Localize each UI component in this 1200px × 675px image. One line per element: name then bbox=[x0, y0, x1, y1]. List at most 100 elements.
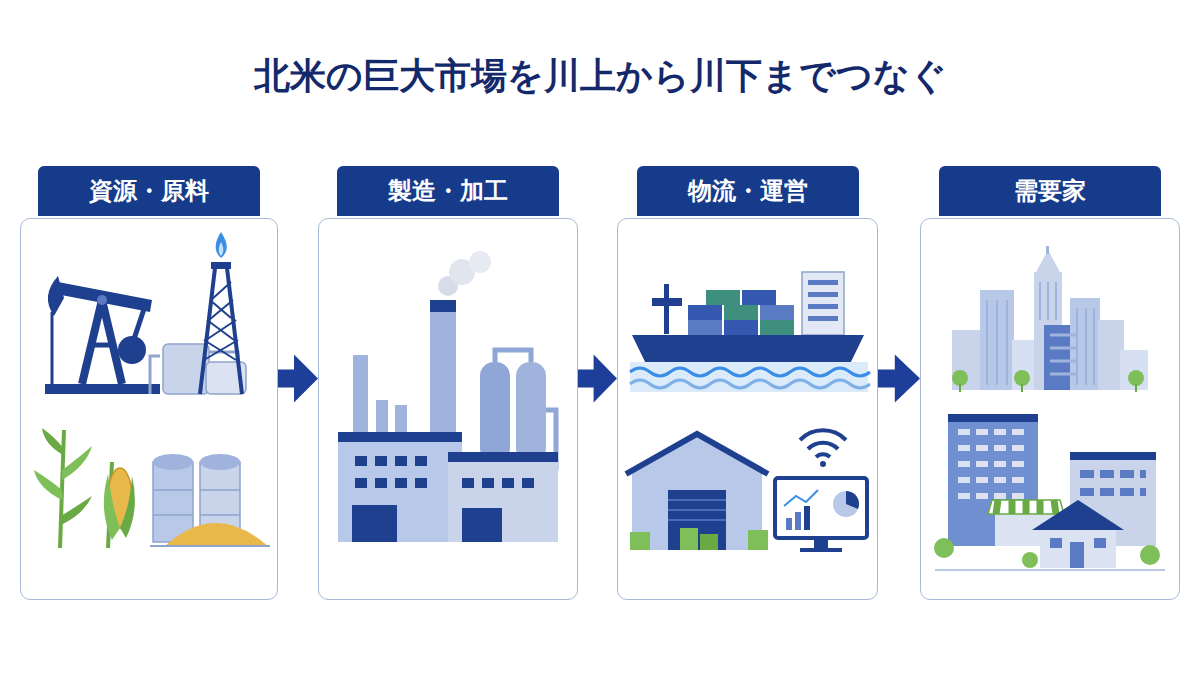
grain-silos bbox=[200, 462, 240, 542]
town-buildings bbox=[934, 414, 1165, 570]
town-buildings bbox=[995, 510, 1057, 546]
corn-plants bbox=[34, 428, 135, 548]
panel-heading: 需要家 bbox=[939, 166, 1161, 216]
wifi-symbol bbox=[800, 430, 846, 467]
wifi-symbol bbox=[800, 430, 846, 440]
drilling-derrick bbox=[200, 232, 242, 394]
warehouse-icon bbox=[668, 490, 726, 550]
city-skyline bbox=[1012, 340, 1038, 390]
town-buildings bbox=[948, 418, 1038, 546]
monitor-dashboard bbox=[775, 478, 867, 552]
flow-arrow-group bbox=[878, 354, 920, 402]
grain-silos bbox=[150, 545, 270, 547]
city-skyline bbox=[1135, 384, 1137, 392]
container-ship bbox=[630, 368, 870, 376]
container-ship bbox=[630, 362, 868, 392]
stage-panel: 物流・運営 bbox=[617, 218, 878, 600]
storage-tanks bbox=[150, 344, 246, 394]
warehouse-icon bbox=[626, 434, 768, 474]
warehouse-icon bbox=[700, 534, 718, 550]
corn-plants bbox=[120, 476, 135, 538]
city-skyline bbox=[952, 370, 968, 386]
diagram-title: 北米の巨大市場を川上から川下までつなぐ bbox=[0, 52, 1200, 101]
grain-silos bbox=[165, 523, 268, 546]
corn-plants bbox=[62, 446, 92, 480]
corn-plants bbox=[61, 496, 92, 525]
flow-arrow-group bbox=[578, 354, 617, 402]
wifi-symbol bbox=[820, 461, 826, 467]
container-ship bbox=[706, 290, 740, 305]
pumpjack-icon bbox=[48, 276, 64, 316]
factory-icon bbox=[352, 505, 397, 542]
corn-plants bbox=[34, 470, 62, 500]
town-buildings bbox=[1070, 458, 1156, 546]
factory-icon bbox=[355, 478, 367, 488]
container-ship bbox=[760, 305, 794, 320]
warehouse-icon bbox=[748, 530, 768, 550]
container-ship bbox=[802, 272, 844, 335]
town-buildings bbox=[1070, 542, 1084, 568]
city-skyline bbox=[1036, 250, 1060, 272]
factory-icon bbox=[469, 251, 491, 273]
corn-plants bbox=[104, 474, 120, 540]
stage-panel: 需要家 bbox=[920, 218, 1180, 600]
factory-icon bbox=[395, 405, 407, 440]
monitor-dashboard bbox=[786, 518, 792, 530]
container-ship bbox=[632, 335, 864, 368]
flow-arrow bbox=[278, 354, 318, 402]
pumpjack-icon bbox=[132, 306, 145, 345]
corn-plants bbox=[60, 430, 64, 548]
container-ship bbox=[808, 280, 838, 285]
town-buildings bbox=[1094, 538, 1106, 548]
factory-icon bbox=[353, 355, 368, 440]
city-skyline bbox=[1098, 320, 1124, 390]
grain-silos bbox=[200, 454, 240, 470]
pumpjack-icon bbox=[45, 276, 160, 394]
factory-icon bbox=[395, 456, 407, 466]
monitor-dashboard bbox=[784, 490, 818, 506]
city-skyline bbox=[1014, 370, 1030, 386]
town-buildings bbox=[1070, 452, 1156, 460]
city-skyline bbox=[1021, 384, 1023, 392]
monitor-dashboard bbox=[846, 491, 859, 509]
warehouse-icon bbox=[626, 434, 768, 550]
pumpjack-icon bbox=[90, 343, 115, 348]
city-skyline bbox=[1128, 370, 1144, 386]
town-buildings bbox=[1032, 500, 1124, 530]
monitor-dashboard bbox=[833, 491, 859, 517]
drilling-derrick bbox=[211, 262, 231, 269]
factory-icon bbox=[516, 362, 546, 462]
stage-panel: 製造・加工 bbox=[318, 218, 578, 600]
town-buildings bbox=[996, 500, 1056, 514]
pumpjack-icon bbox=[82, 300, 102, 384]
city-skyline bbox=[987, 282, 1094, 385]
city-skyline bbox=[1046, 246, 1049, 254]
town-buildings bbox=[958, 432, 1028, 496]
city-skyline bbox=[952, 330, 982, 390]
drilling-derrick bbox=[227, 268, 242, 394]
factory-icon bbox=[462, 508, 502, 542]
drilling-derrick bbox=[219, 242, 224, 256]
warehouse-icon bbox=[668, 500, 726, 520]
factory-icon bbox=[502, 478, 514, 488]
container-ship bbox=[630, 272, 870, 392]
stage-panel: 資源・原料 bbox=[20, 218, 278, 600]
warehouse-icon bbox=[680, 528, 698, 550]
drilling-derrick bbox=[216, 232, 227, 258]
pumpjack-icon bbox=[118, 336, 146, 364]
pumpjack-icon bbox=[97, 295, 107, 305]
factory-icon bbox=[338, 251, 558, 542]
factory-icon bbox=[462, 478, 474, 488]
pumpjack-icon bbox=[51, 312, 54, 384]
town-buildings bbox=[1050, 538, 1062, 548]
factory-icon bbox=[438, 276, 458, 296]
monitor-dashboard bbox=[804, 506, 810, 530]
wifi-symbol bbox=[816, 454, 830, 457]
container-ship bbox=[808, 316, 838, 321]
city-skyline bbox=[1044, 325, 1084, 390]
panel-heading: 物流・運営 bbox=[637, 166, 859, 216]
flow-arrow bbox=[878, 354, 920, 402]
pumpjack-icon bbox=[56, 282, 152, 312]
factory-icon bbox=[430, 300, 456, 440]
